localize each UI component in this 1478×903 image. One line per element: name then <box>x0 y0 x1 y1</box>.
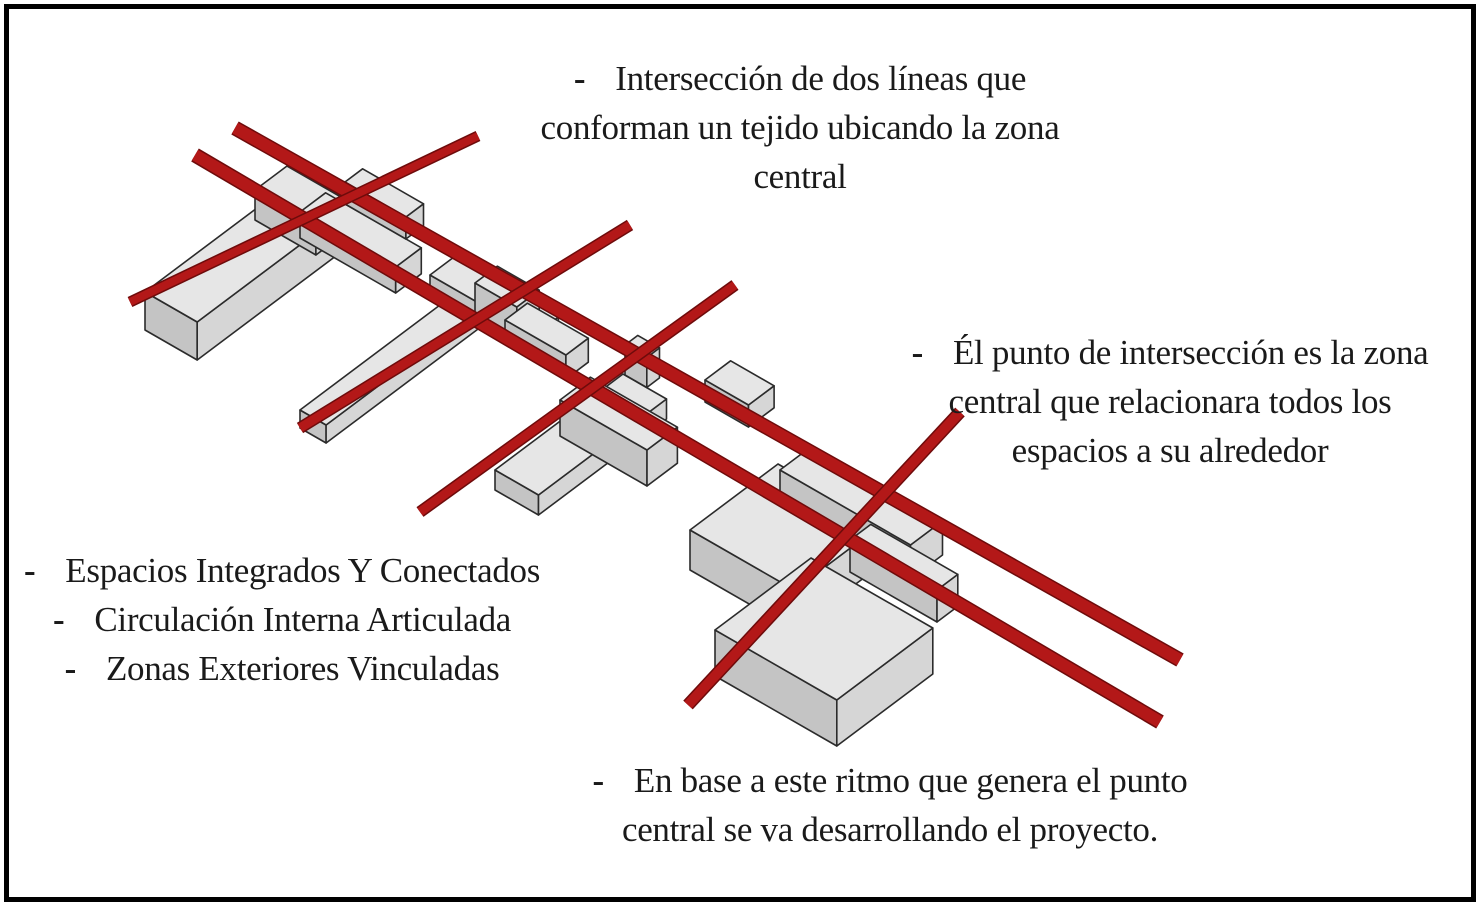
bullet-dash: - <box>23 551 36 590</box>
diagram-frame <box>4 4 1476 902</box>
annotation-rhythm: -En base a este ritmo que genera el punt… <box>580 756 1200 854</box>
annotation-line: espacios a su alrededor <box>1011 431 1329 470</box>
annotation-line: central se va desarrollando el proyecto. <box>621 810 1159 849</box>
annotation-line: conforman un tejido ubicando la zona <box>540 108 1060 147</box>
list-item: -Zonas Exteriores Vinculadas <box>12 644 552 693</box>
axis-main-north <box>231 121 1184 667</box>
annotation-line: central <box>753 157 847 196</box>
bullet-dash: - <box>64 649 77 688</box>
annotation-text: Intersección de dos líneas que <box>615 59 1027 98</box>
axis-fill <box>128 132 480 306</box>
axis-fill <box>684 408 964 709</box>
list-item-text: Circulación Interna Articulada <box>94 600 512 639</box>
bullet-dash: - <box>592 761 605 800</box>
list-item-text: Zonas Exteriores Vinculadas <box>105 649 500 688</box>
annotation-line: -Intersección de dos líneas que <box>530 54 1070 103</box>
axis-main-south <box>191 148 1164 729</box>
axis-cross-1 <box>127 131 481 307</box>
list-item: -Circulación Interna Articulada <box>12 595 552 644</box>
annotation-central-point: -Él punto de intersección es la zona cen… <box>900 328 1440 475</box>
annotation-line: -Él punto de intersección es la zona <box>900 328 1440 377</box>
list-item-text: Espacios Integrados Y Conectados <box>65 551 541 590</box>
building-face-top <box>714 557 934 701</box>
list-item: -Espacios Integrados Y Conectados <box>12 546 552 595</box>
axis-fill <box>191 149 1164 728</box>
annotation-text: En base a este ritmo que genera el punto <box>633 761 1188 800</box>
axis-cross-2 <box>296 219 634 434</box>
annotation-intersection: -Intersección de dos líneas que conforma… <box>530 54 1070 201</box>
axis-fill <box>297 221 633 432</box>
axis-fill <box>232 122 1183 666</box>
bullet-dash: - <box>52 600 65 639</box>
bullet-dash: - <box>911 333 924 372</box>
building-face-top <box>504 302 590 356</box>
axis-fill <box>417 281 738 516</box>
axis-cross-3 <box>416 280 739 517</box>
bullet-dash: - <box>573 59 586 98</box>
annotation-spaces-list: -Espacios Integrados Y Conectados -Circu… <box>12 546 552 693</box>
building-east-complex <box>714 557 934 747</box>
annotation-text: Él punto de intersección es la zona <box>952 333 1429 372</box>
annotation-line: -En base a este ritmo que genera el punt… <box>580 756 1200 805</box>
red-axis-lines <box>127 121 1184 729</box>
axis-cross-central <box>683 407 965 710</box>
building-face-top <box>704 359 775 406</box>
annotation-line: central que relacionara todos los <box>948 382 1392 421</box>
